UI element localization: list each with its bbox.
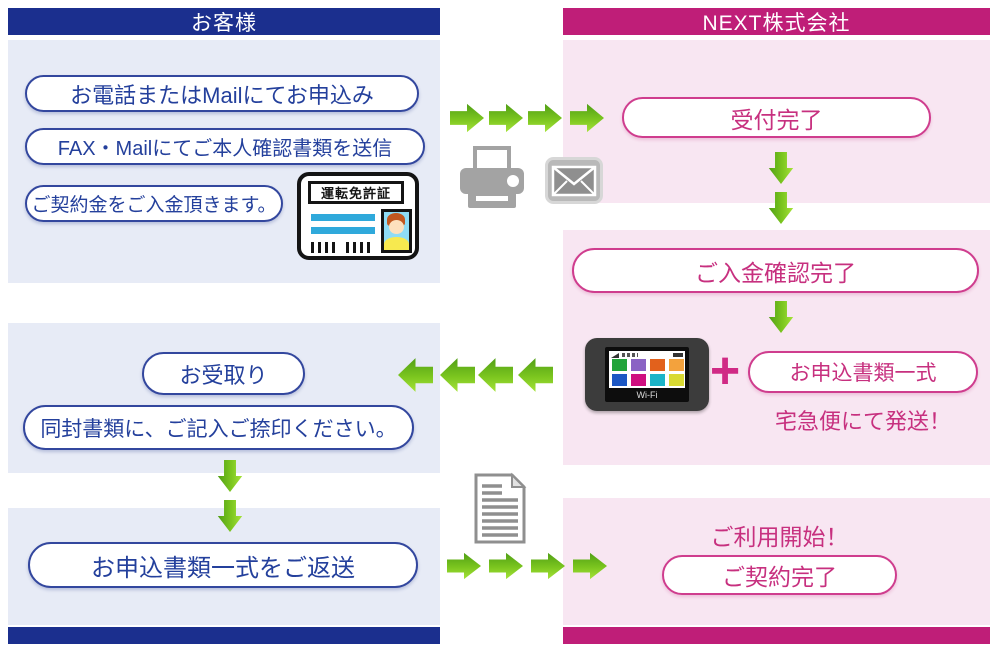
app-tile: [612, 374, 627, 386]
license-line: [311, 214, 375, 221]
status-glyphs: [622, 353, 638, 357]
pill-apply: お電話またはMailにてお申込み: [25, 75, 419, 112]
flow-arrow-left-icon: [478, 358, 513, 392]
printer-icon: [458, 146, 526, 210]
wifi-router-icon: Wi-Fi: [585, 338, 709, 411]
flow-arrow-left-icon: [518, 358, 553, 392]
pill-fax: FAX・Mailにてご本人確認書類を送信: [25, 128, 425, 165]
pill-payment-confirmed: ご入金確認完了: [572, 248, 979, 293]
app-tile: [669, 374, 684, 386]
pill-return: お申込書類一式をご返送: [28, 542, 418, 588]
flow-arrow-right-icon: [489, 103, 523, 133]
license-ticks: [311, 242, 339, 253]
router-label: Wi-Fi: [636, 390, 658, 400]
flow-arrow-right-icon: [531, 552, 565, 580]
pill-receive: お受取り: [142, 352, 305, 395]
license-title: 運転免許証: [308, 181, 404, 204]
app-tile: [631, 374, 646, 386]
start-note: ご利用開始！: [710, 524, 849, 550]
app-tile: [669, 359, 684, 371]
customer-panel-receive: [8, 323, 440, 473]
flow-arrow-right-icon: [450, 103, 484, 133]
shipping-note: 宅急便にて発送！: [774, 409, 951, 434]
license-ticks: [346, 242, 374, 253]
pill-application-documents: お申込書類一式: [748, 351, 978, 393]
signal-icon: [611, 353, 619, 358]
flow-arrow-right-icon: [528, 103, 562, 133]
customer-footer-bar: [8, 627, 440, 644]
document-icon: [473, 472, 527, 545]
pill-contract-complete: ご契約完了: [662, 555, 897, 595]
license-photo: [381, 209, 412, 253]
pill-sign: 同封書類に、ご記入ご捺印ください。: [23, 405, 414, 450]
photo-body: [384, 237, 409, 250]
app-tile: [650, 359, 665, 371]
pill-reception-complete: 受付完了: [622, 97, 931, 138]
plus-icon: +: [709, 342, 741, 400]
license-line: [311, 227, 375, 234]
flow-arrow-right-icon: [447, 552, 481, 580]
company-header: NEXT株式会社: [563, 8, 990, 35]
router-display: [609, 351, 685, 388]
photo-face: [389, 220, 404, 234]
flow-arrow-right-icon: [489, 552, 523, 580]
app-tile: [612, 359, 627, 371]
customer-header: お客様: [8, 8, 440, 35]
flow-arrow-left-icon: [440, 358, 475, 392]
router-bezel: Wi-Fi: [605, 347, 689, 402]
company-footer-bar: [563, 627, 990, 644]
drivers-license-icon: 運転免許証: [297, 172, 419, 260]
app-tile: [650, 374, 665, 386]
mail-envelope-icon: [545, 157, 603, 204]
pill-payment: ご契約金をご入金頂きます。: [25, 185, 283, 222]
app-tile: [631, 359, 646, 371]
battery-icon: [673, 353, 683, 357]
